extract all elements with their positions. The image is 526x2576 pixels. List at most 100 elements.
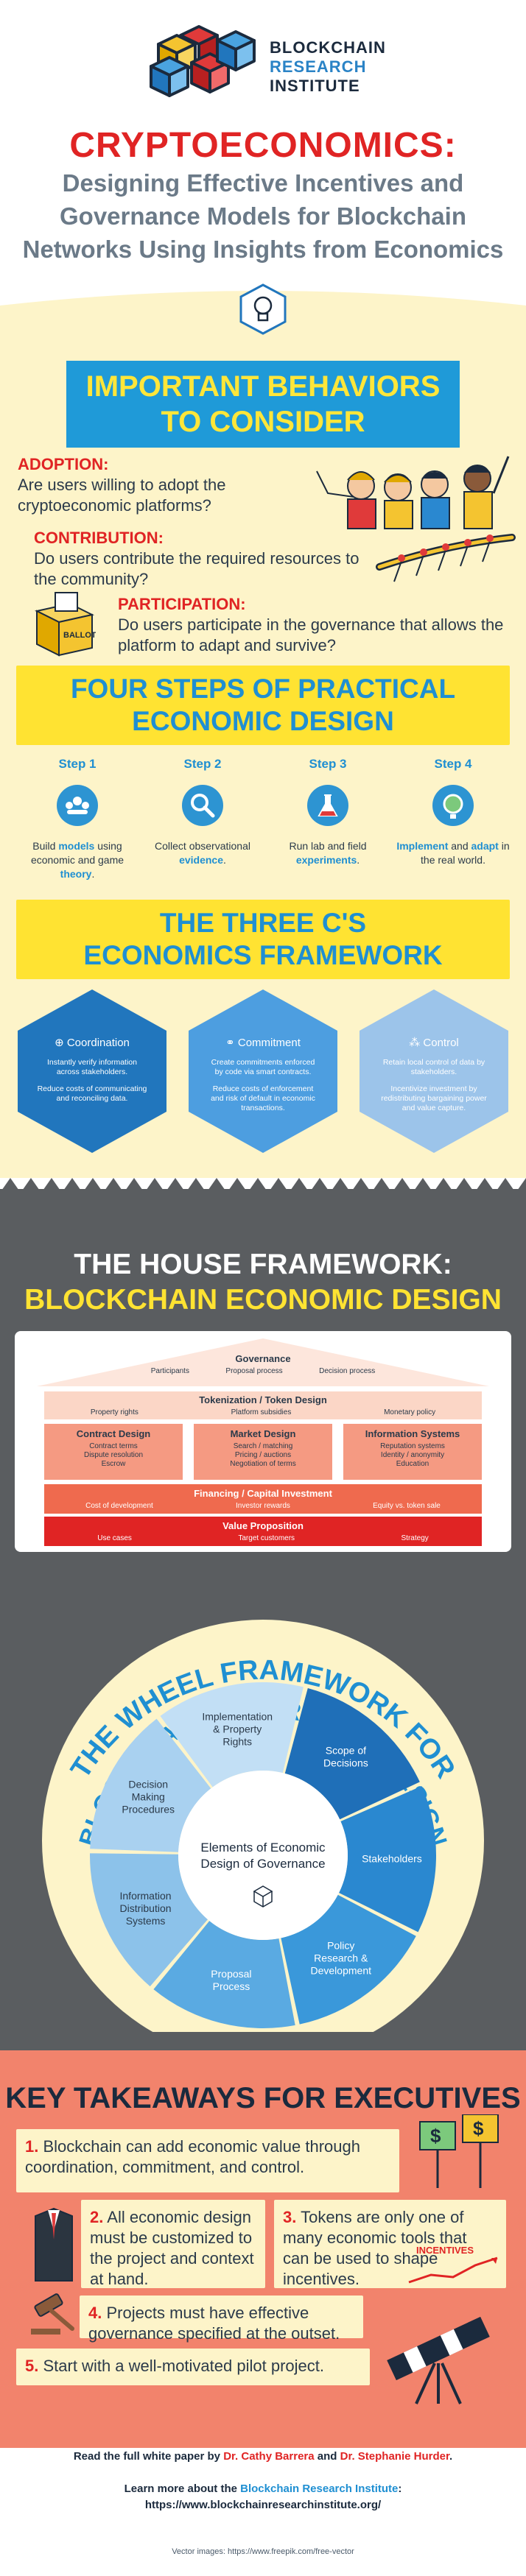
wheel-center-line-2: Design of Governance [200,1857,325,1871]
governance-item: Decision process [319,1367,376,1375]
market-design-title: Market Design [230,1428,296,1439]
contract-design-column: Contract Design Contract terms Dispute r… [44,1424,183,1480]
wheel-center-line-1: Elements of Economic [200,1841,326,1855]
house-title-line-1: THE HOUSE FRAMEWORK: [74,1249,452,1280]
coordination-line-2: Reduce costs of communicating and reconc… [37,1084,147,1103]
financing-title: Financing / Capital Investment [194,1488,332,1499]
footer-read: Read the full white paper by Dr. Cathy B… [73,2450,453,2463]
step-1: Step 1 Build models using economic and g… [18,757,136,881]
house-title-line-2: BLOCKCHAIN ECONOMIC DESIGN [24,1284,502,1316]
step-2-desc: Collect observational evidence. [155,840,250,866]
financing-item: Cost of development [85,1502,153,1510]
tokenization-title: Tokenization / Token Design [199,1394,327,1405]
control-line-1: Retain local control of data by stakehol… [382,1058,485,1076]
value-item: Use cases [97,1534,132,1542]
step-4-label: Step 4 [434,757,472,771]
wheel-center [178,1771,348,1940]
logo-text: BLOCKCHAIN RESEARCH INSTITUTE [270,38,386,96]
control-hexagon: ⁂ Control Retain local control of data b… [357,987,511,1156]
money-sign-left: $ [430,2125,441,2147]
governance-row: Governance Participants Proposal process… [133,1353,393,1375]
logo-line-1: BLOCKCHAIN [270,38,386,57]
ballot-box-icon: BALLOTS [35,592,96,657]
coordination-title: Coordination [66,1037,130,1049]
wheel-segment [284,1688,420,1820]
governance-wheel: THE WHEEL FRAMEWORK FOR BLOCKCHAIN GOVER… [42,1620,484,2032]
control-line-2: Incentivize investment by redistributing… [381,1084,487,1112]
commitment-title: Commitment [237,1037,301,1049]
takeaway-2: 2. All economic design must be customize… [81,2200,265,2288]
market-design-item: Pricing / auctions [234,1451,292,1459]
value-proposition-title: Value Proposition [222,1520,304,1531]
financing-row: Financing / Capital Investment Cost of d… [44,1484,482,1514]
takeaway-5: 5. Start with a well-motivated pilot pro… [16,2349,370,2385]
magnifier-icon [182,785,223,826]
org-link[interactable]: Blockchain Research Institute [240,2483,399,2495]
incentives-label: INCENTIVES [416,2245,474,2256]
coordination-line-1: Instantly verify information across stak… [47,1058,137,1076]
contract-design-item: Escrow [101,1460,126,1468]
step-2-label: Step 2 [183,757,222,771]
takeaway-4: 4. Projects must have effective governan… [80,2296,363,2343]
step-2: Step 2 Collect observational evidence. [144,757,262,867]
footer-learn: Learn more about the Blockchain Research… [0,2481,526,2513]
wheel-segment [90,1718,211,1852]
financing-item: Investor rewards [236,1502,290,1510]
takeaways-title: KEY TAKEAWAYS FOR EXECUTIVES [5,2082,521,2114]
behaviors-title: IMPORTANT BEHAVIORS TO CONSIDER [85,370,441,438]
money-sign-right: $ [473,2117,484,2139]
three-cs-banner: THE THREE C'S ECONOMICS FRAMEWORK [16,900,510,979]
business-suit-icon [35,2207,73,2282]
logo-line-2: RESEARCH [270,57,367,76]
org-url-link[interactable]: https://www.blockchainresearchinstitute.… [144,2499,382,2511]
page-subtitle: Designing Effective Incentives and Gover… [22,169,504,263]
page-title: CRYPTOECONOMICS: [69,126,457,165]
logo-line-3: INSTITUTE [270,77,360,95]
network-icon: ⁂ [409,1037,421,1049]
three-cs-title: THE THREE C'S ECONOMICS FRAMEWORK [83,908,443,970]
handshake-icon: ⚭ [225,1037,235,1049]
governance-item: Participants [150,1367,189,1375]
coordination-hexagon: ⊕ Coordination Instantly verify informat… [15,987,169,1156]
step-3-desc: Run lab and field experiments. [289,840,367,866]
house-roof [37,1338,489,1386]
author-2-link[interactable]: Dr. Stephanie Hurder [340,2450,449,2463]
market-design-column: Market Design Search / matching Pricing … [194,1424,332,1480]
commitment-hexagon: ⚭ Commitment Create commitments enforced… [186,987,340,1156]
house-framework-card: Governance Participants Proposal process… [15,1331,511,1552]
globe-icon: ⊕ [55,1037,64,1049]
four-steps-title: FOUR STEPS OF PRACTICAL ECONOMIC DESIGN [70,674,456,736]
flask-icon [307,785,348,826]
step-3: Step 3 Run lab and field experiments. [269,757,387,867]
step-1-desc: Build models using economic and game the… [30,840,125,880]
people-cheering-icon [316,456,510,529]
wheel-segment [153,1921,295,2028]
author-1-link[interactable]: Dr. Cathy Barrera [223,2450,315,2463]
information-systems-title: Information Systems [365,1428,460,1439]
value-proposition-row: Value Proposition Use cases Target custo… [44,1517,482,1546]
control-title: Control [423,1037,459,1049]
takeaway-3: 3. Tokens are only one of many economic … [274,2200,506,2288]
information-systems-item: Identity / anonymity [380,1451,445,1459]
footer-credit: Vector images: https://www.freepik.com/f… [172,2547,354,2556]
behaviors-banner: IMPORTANT BEHAVIORS TO CONSIDER [66,361,460,448]
takeaway-1: 1. Blockchain can add economic value thr… [16,2129,399,2192]
value-item: Target customers [238,1534,295,1542]
tokenization-row: Tokenization / Token Design Property rig… [44,1391,482,1419]
contract-design-item: Dispute resolution [83,1451,144,1459]
incentives-chart-icon: INCENTIVES [408,2245,498,2284]
adoption-text: Are users willing to adopt the cryptoeco… [18,476,226,515]
governance-title: Governance [235,1353,291,1364]
wheel-segment [339,1786,436,1933]
commitment-line-1: Create commitments enforced by code via … [211,1058,315,1076]
money-signs-icon: $ $ [419,2114,499,2188]
header: BLOCKCHAIN RESEARCH INSTITUTE CRYPTOECON… [0,0,526,294]
tokenization-item: Property rights [90,1408,138,1416]
information-systems-item: Reputation systems [380,1442,445,1450]
gavel-icon [31,2293,74,2335]
